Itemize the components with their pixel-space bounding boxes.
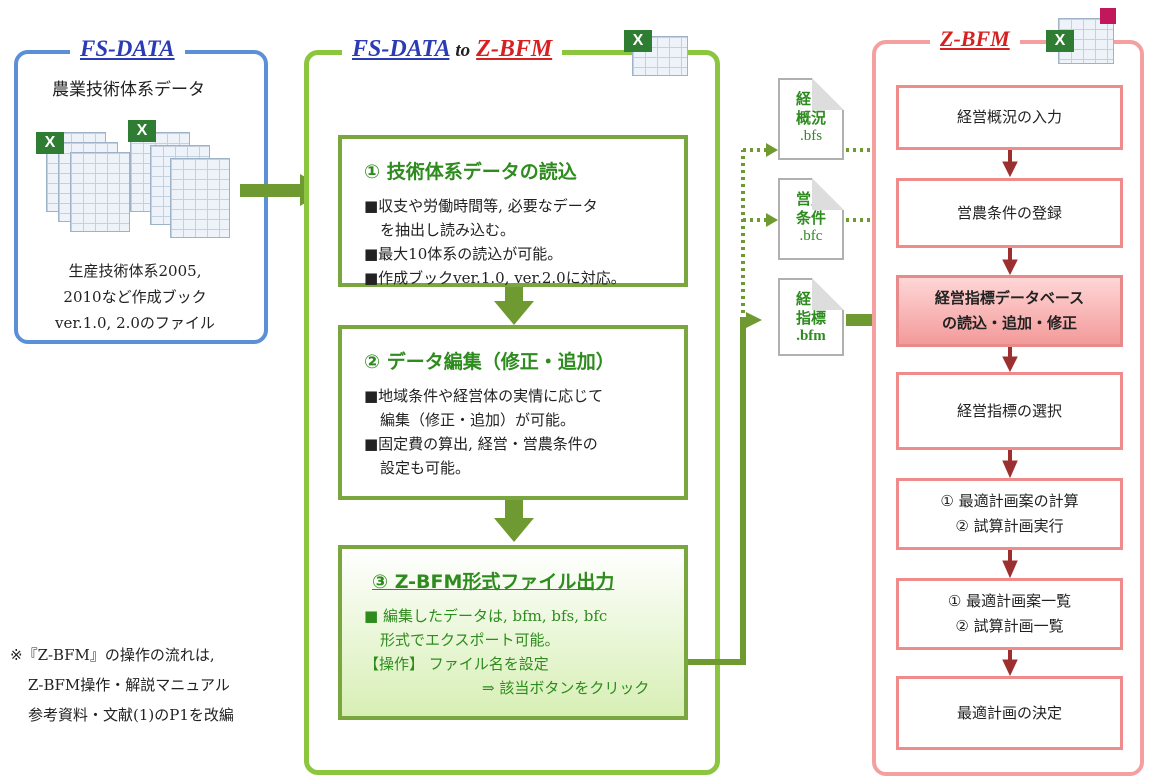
step-heading: ① 技術体系データの読込	[364, 161, 577, 183]
file-doc-bfc: 営農 条件 .bfc	[778, 178, 844, 260]
step-line: ■収支や労働時間等, 必要なデータ	[364, 197, 598, 215]
file-doc-bfs: 経営 概況 .bfs	[778, 78, 844, 160]
zbfm-flow-arrows	[1002, 150, 1018, 677]
footnote: ※『Z-BFM』の操作の流れは, Z-BFM操作・解説マニュアル 参考資料・文献…	[10, 640, 234, 730]
zbfm-title: Z-BFM	[930, 26, 1020, 52]
file-doc-bfm: 経営 指標 .bfm	[778, 278, 844, 356]
zbfm-step: 営農条件の登録	[896, 178, 1123, 248]
file-ext: .bfs	[799, 128, 823, 144]
converter-step-1: ① 技術体系データの読込 ■収支や労働時間等, 必要なデータ を抽出し読み込む。…	[338, 135, 688, 287]
fsdata-subtitle: 農業技術体系データ	[52, 80, 205, 100]
step-line: ⇒ 該当ボタンをクリック	[482, 679, 650, 697]
step-line: 【操作】 ファイル名を設定	[364, 655, 549, 673]
zbfm-step: 経営指標の選択	[896, 372, 1123, 450]
page-fold	[812, 278, 844, 310]
down-arrow	[494, 500, 534, 542]
zbfm-step: ① 最適計画案の計算 ② 試算計画実行	[896, 478, 1123, 550]
file-ext: .bfm	[796, 328, 826, 344]
zbfm-step: 経営概況の入力	[896, 85, 1123, 150]
zbfm-step: 経営指標データベース の読込・追加・修正	[896, 275, 1123, 347]
step-line: ■ 編集したデータは, bfm, bfs, bfc	[364, 607, 608, 625]
footnote-line: Z-BFM操作・解説マニュアル	[28, 676, 230, 694]
converter-step-3: ③ Z-BFM形式ファイル出力 ■ 編集したデータは, bfm, bfs, bf…	[338, 545, 688, 720]
page-fold	[812, 178, 844, 210]
step-line: 編集（修正・追加）が可能。	[380, 411, 576, 429]
step-line: 設定も可能。	[380, 459, 471, 477]
step-line: ■地域条件や経営体の実情に応じて	[364, 387, 604, 405]
fsdata-title: FS-DATA	[70, 36, 185, 62]
converter-step-2: ② データ編集（修正・追加） ■地域条件や経営体の実情に応じて 編集（修正・追加…	[338, 325, 688, 500]
file-ext: .bfc	[799, 228, 823, 244]
excel-icon: X	[36, 132, 64, 154]
step-line: ■固定費の算出, 経営・営農条件の	[364, 435, 598, 453]
footnote-line: 参考資料・文献(1)のP1を改編	[28, 706, 234, 724]
footnote-line: ※『Z-BFM』の操作の流れは,	[10, 646, 215, 664]
zbfm-step: 最適計画の決定	[896, 676, 1123, 750]
step-line: ■最大10体系の読込が可能。	[364, 245, 563, 263]
step-line: ■作成ブックver.1.0, ver.2.0に対応。	[364, 269, 626, 287]
step-line: を抽出し読み込む。	[380, 221, 516, 239]
step-heading: ② データ編集（修正・追加）	[364, 351, 615, 373]
converter-title-b: Z-BFM	[476, 36, 553, 62]
fsdata-note: 生産技術体系2005, 2010など作成ブック ver.1.0, 2.0のファイ…	[55, 262, 215, 332]
excel-icon: X	[128, 120, 156, 142]
page-fold	[812, 78, 844, 110]
step-heading: ③ Z-BFM形式ファイル出力	[372, 571, 615, 593]
converter-title-to: to	[455, 40, 471, 61]
step-line: 形式でエクスポート可能。	[380, 631, 560, 649]
converter-title: FS-DATA to Z-BFM	[342, 36, 563, 63]
down-arrow	[494, 287, 534, 325]
zbfm-step: ① 最適計画案一覧 ② 試算計画一覧	[896, 578, 1123, 650]
converter-title-a: FS-DATA	[352, 36, 450, 62]
